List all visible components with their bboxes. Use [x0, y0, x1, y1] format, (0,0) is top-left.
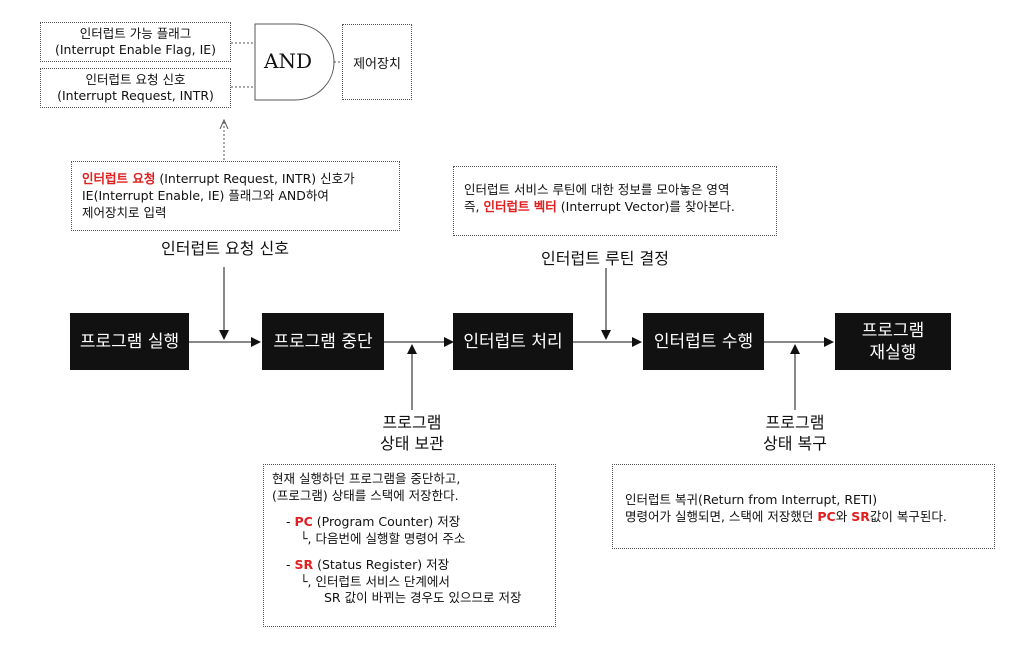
restore-note-line-1: 인터럽트 복귀(Return from Interrupt, RETI)	[625, 492, 878, 507]
note-request-text-3: 제어장치로 입력	[82, 205, 167, 220]
restore-note-text-b: 와	[835, 509, 852, 524]
note-vector-prefix: 즉,	[464, 199, 484, 214]
request-label-ko: 인터럽트 요청 신호	[85, 72, 186, 87]
note-request-text-1: (Interrupt Request, INTR) 신호가	[155, 171, 355, 186]
flow-step-resume-program: 프로그램 재실행	[835, 313, 951, 370]
note-vector-text-2: (Interrupt Vector)를 찾아본다.	[556, 199, 735, 214]
restore-state-label: 프로그램 상태 복구	[735, 412, 855, 454]
interrupt-vector-note: 인터럽트 서비스 루틴에 대한 정보를 모아놓은 영역 즉, 인터럽트 벡터 (…	[453, 166, 777, 236]
flag-label-en: (Interrupt Enable Flag, IE)	[54, 42, 217, 57]
pc-subnote: └, 다음번에 실행할 명령어 주소	[300, 530, 466, 546]
save-state-label: 프로그램 상태 보관	[352, 412, 472, 454]
routine-decision-label: 인터럽트 루틴 결정	[541, 249, 669, 268]
pc-dash: -	[286, 514, 295, 529]
save-state-line-1: 프로그램	[382, 413, 442, 432]
interrupt-enable-flag-box: 인터럽트 가능 플래그 (Interrupt Enable Flag, IE)	[40, 22, 231, 62]
flow-step-halt-program: 프로그램 중단	[262, 313, 384, 370]
save-note-line-2: (프로그램) 상태를 스택에 저장한다.	[272, 487, 459, 503]
sr-dash: -	[286, 557, 295, 572]
interrupt-request-label: 인터럽트 요청 신호	[161, 239, 289, 258]
interrupt-vector-highlight: 인터럽트 벡터	[483, 199, 557, 214]
restore-state-line-1: 프로그램	[765, 413, 825, 432]
pc-description: (Program Counter) 저장	[312, 514, 461, 529]
sr-subnote-1: └, 인터럽트 서비스 단계에서	[300, 573, 450, 589]
control-unit-label: 제어장치	[353, 56, 401, 72]
restore-note-text-a: 명령어가 실행되면, 스택에 저장했던	[625, 509, 818, 524]
flow-step-handle-interrupt: 인터럽트 처리	[453, 313, 573, 370]
pc-highlight: PC	[294, 514, 313, 529]
save-note-line-1: 현재 실행하던 프로그램을 중단하고,	[272, 471, 461, 486]
and-gate-shape	[254, 23, 335, 101]
flow-step-execute-interrupt: 인터럽트 수행	[643, 313, 764, 370]
restore-state-line-2: 상태 복구	[763, 434, 827, 453]
restore-pc-highlight: PC	[817, 509, 836, 524]
note-request-text-2: IE(Interrupt Enable, IE) 플래그와 AND하여	[82, 188, 329, 203]
interrupt-request-highlight: 인터럽트 요청	[82, 171, 156, 186]
sr-subnote-2: SR 값이 바뀌는 경우도 있으므로 저장	[324, 590, 522, 605]
sr-description: (Status Register) 저장	[313, 557, 450, 572]
resume-line-1: 프로그램	[861, 320, 925, 341]
control-unit-box: 제어장치	[342, 24, 412, 100]
flag-label-ko: 인터럽트 가능 플래그	[79, 26, 192, 41]
save-state-note: 현재 실행하던 프로그램을 중단하고, (프로그램) 상태를 스택에 저장한다.…	[263, 464, 556, 627]
interrupt-request-box: 인터럽트 요청 신호 (Interrupt Request, INTR)	[40, 68, 231, 108]
resume-line-2: 재실행	[869, 342, 917, 363]
restore-state-note: 인터럽트 복귀(Return from Interrupt, RETI) 명령어…	[612, 464, 995, 549]
save-state-line-2: 상태 보관	[380, 434, 444, 453]
interrupt-request-note: 인터럽트 요청 (Interrupt Request, INTR) 신호가 IE…	[71, 161, 400, 231]
flow-step-run-program: 프로그램 실행	[70, 313, 189, 370]
request-label-en: (Interrupt Request, INTR)	[57, 88, 214, 103]
restore-sr-highlight: SR	[851, 509, 870, 524]
restore-note-text-c: 값이 복구된다.	[869, 509, 947, 524]
sr-highlight: SR	[294, 557, 314, 572]
and-gate-label: AND	[264, 49, 312, 73]
note-vector-text-1: 인터럽트 서비스 루틴에 대한 정보를 모아놓은 영역	[464, 182, 730, 197]
